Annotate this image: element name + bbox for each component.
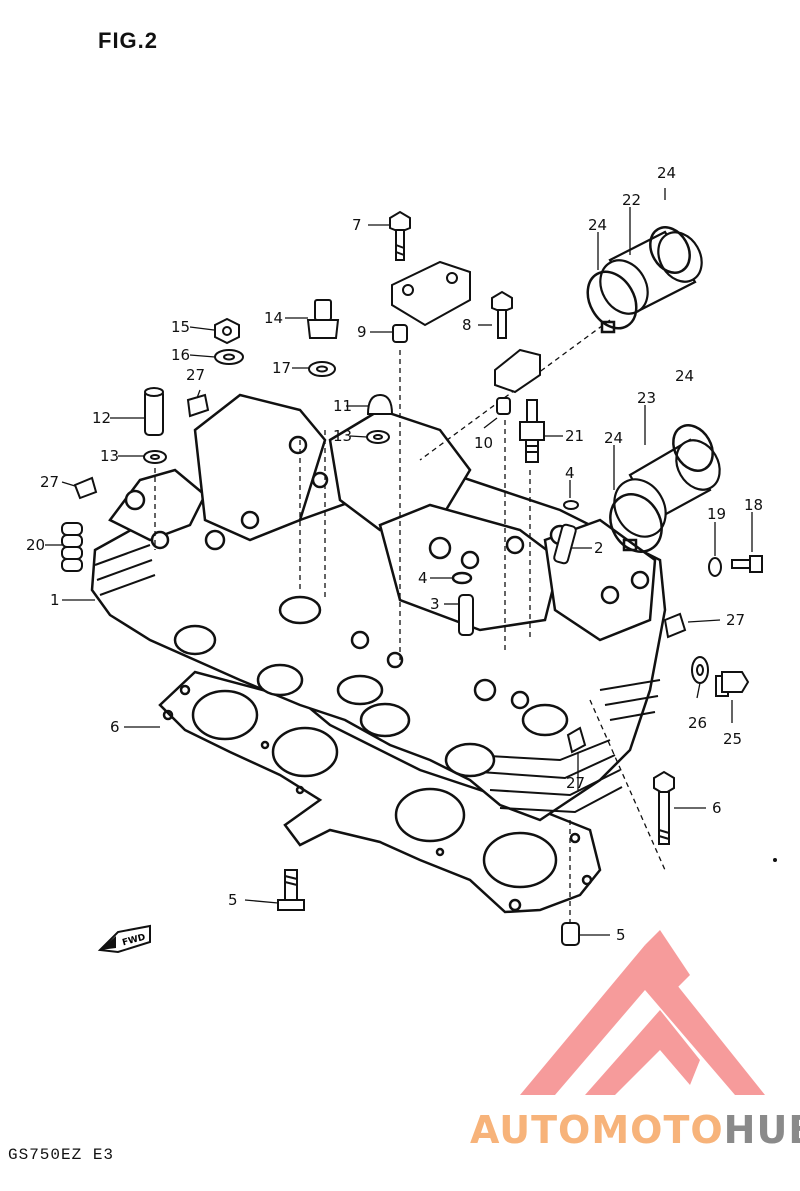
- washer-part-26: [691, 656, 709, 684]
- clamp-part-24-b: [649, 226, 691, 274]
- callout-15: 15: [171, 318, 190, 336]
- dowel-part-8: [561, 922, 580, 946]
- washer-part-13-left: [143, 450, 167, 464]
- callout-19: 19: [707, 505, 726, 523]
- forward-arrow: FWD: [97, 924, 151, 954]
- washer-part-19: [708, 557, 722, 577]
- callout-17: 17: [272, 359, 291, 377]
- washer-part-13-right: [366, 430, 390, 444]
- plug-bolt-part-25: [715, 671, 750, 697]
- callout-13-left: 13: [100, 447, 119, 465]
- plug-part-27-a: [186, 393, 210, 418]
- cylinder-head: [90, 393, 667, 822]
- cap-part-11: [366, 393, 394, 415]
- callout-21: 21: [565, 427, 584, 445]
- callout-18: 18: [744, 496, 763, 514]
- callout-16: 16: [171, 346, 190, 364]
- rubber-stack-part-20: [61, 522, 83, 572]
- callout-2: 2: [594, 539, 604, 557]
- watermark-text: AUTOMOTOHUB: [470, 1108, 800, 1152]
- bolt-part-5-mid: [491, 290, 513, 339]
- clamp-part-24-a: [586, 270, 638, 334]
- callout-8: 5: [616, 926, 626, 944]
- plug-part-27-d: [566, 726, 587, 754]
- callout-labels: 7 8 9 10 14 15 16 17 27 11 13 12 13 27 2…: [26, 164, 763, 944]
- callout-4-left: 4: [418, 569, 428, 587]
- watermark-hub: HUB: [723, 1108, 800, 1152]
- callout-22: 22: [622, 191, 641, 209]
- callout-10: 5: [228, 891, 238, 909]
- pipe-part-2: [553, 523, 577, 565]
- clamp-part-24-d: [672, 424, 714, 472]
- dowel-part-6-mid: [496, 397, 511, 415]
- plug-part-27-c: [663, 612, 687, 639]
- callout-11: 11: [333, 397, 352, 415]
- callout-13-right: 13: [333, 427, 352, 445]
- callout-24-b: 24: [604, 429, 623, 447]
- callout-3: 3: [430, 595, 440, 613]
- watermark-auto: AUTO: [470, 1108, 592, 1152]
- cam-cap-small: [494, 348, 541, 394]
- head-gasket: [158, 670, 602, 914]
- callout-5-mid: 8: [462, 316, 472, 334]
- nut-part-15: [214, 317, 240, 345]
- cam-cap-top: [391, 260, 471, 327]
- callout-23: 23: [637, 389, 656, 407]
- callout-5-top: 7: [352, 216, 362, 234]
- bolt-part-10: [277, 869, 305, 911]
- callout-25: 25: [723, 730, 742, 748]
- spark-plug-part-21: [519, 399, 545, 463]
- callout-4-right: 4: [565, 464, 575, 482]
- callout-24-a: 24: [588, 216, 607, 234]
- callout-26: 26: [688, 714, 707, 732]
- callout-12: 12: [92, 409, 111, 427]
- oil-seal-part-14: [306, 299, 340, 339]
- callout-6-top: 9: [357, 323, 367, 341]
- model-code: GS750EZ E3: [8, 1146, 115, 1164]
- callout-27-a: 27: [186, 366, 205, 384]
- stray-dot: [773, 858, 777, 862]
- callout-24-top: 24: [657, 164, 676, 182]
- callout-27-b: 27: [40, 473, 59, 491]
- intake-pipe-part-23: [613, 438, 721, 538]
- clamp-part-24-c: [609, 493, 663, 553]
- callout-24-mid: 24: [675, 367, 694, 385]
- callout-20: 20: [26, 536, 45, 554]
- bolt-part-5-top: [389, 210, 411, 261]
- dowel-part-6-top: [392, 324, 408, 343]
- plug-part-27-b: [73, 476, 98, 500]
- callout-27-c: 27: [726, 611, 745, 629]
- pipe-part-3: [458, 594, 474, 636]
- callout-27-d: 27: [566, 774, 585, 792]
- bolt-part-9: [653, 770, 675, 845]
- watermark-logo: [520, 930, 765, 1095]
- figure-title: FIG.2: [98, 28, 159, 53]
- o-ring-part-4-right: [563, 500, 579, 510]
- washer-part-16: [214, 349, 244, 365]
- callout-14: 14: [264, 309, 283, 327]
- callout-9: 6: [712, 799, 722, 817]
- callout-7: 6: [110, 718, 120, 736]
- sleeve-part-12: [144, 387, 164, 436]
- watermark-moto: MOTO: [591, 1108, 724, 1152]
- callout-6-mid: 10: [474, 434, 493, 452]
- callout-leaders: [45, 188, 753, 936]
- washer-part-17: [308, 361, 336, 377]
- screw-part-18: [731, 555, 763, 573]
- callout-1: 1: [50, 591, 60, 609]
